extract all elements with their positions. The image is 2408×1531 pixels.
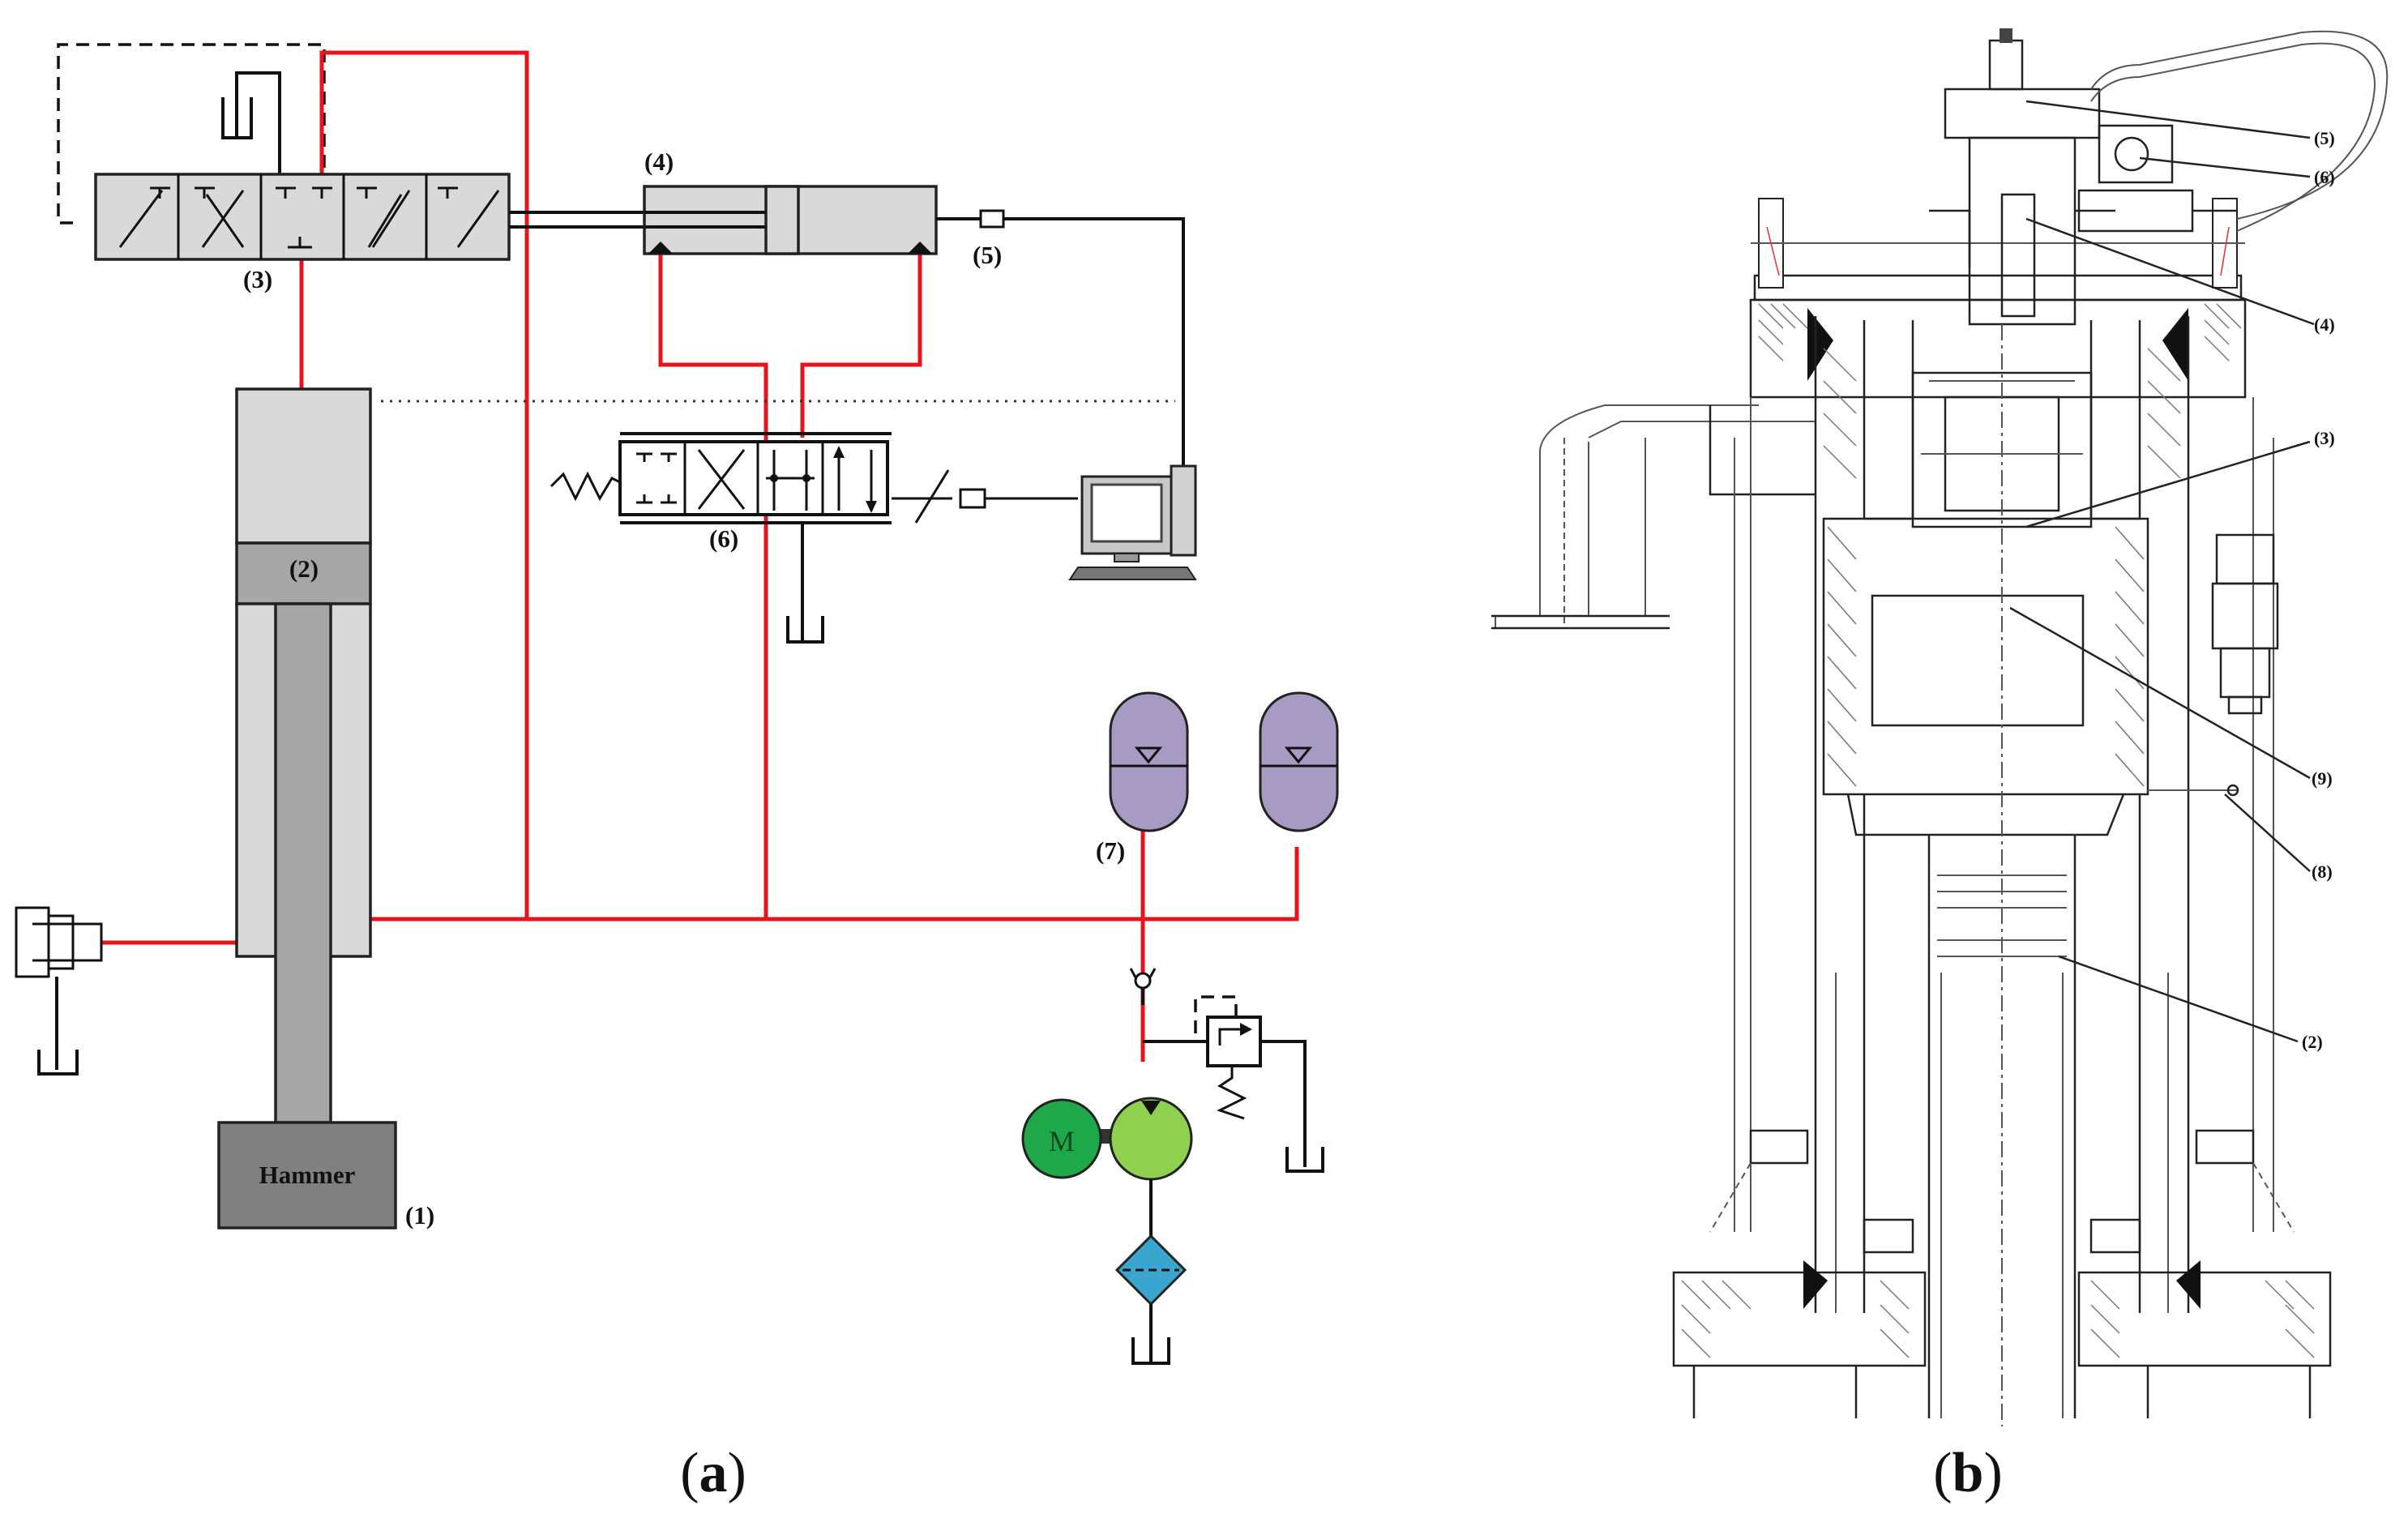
vertical-columns (1734, 316, 2274, 1426)
panel-b: (5) (6) (4) (3) (9) (8) (2) (b) (1491, 28, 2389, 1504)
main-directional-valve (94, 173, 511, 261)
side-pipe (1491, 404, 1816, 630)
label-hammer: Hammer (259, 1161, 356, 1189)
label-1: (1) (405, 1201, 434, 1230)
label-b-3: (3) (2314, 428, 2335, 448)
accumulator-right (1259, 691, 1339, 832)
accumulator-left (1109, 691, 1189, 832)
hydraulic-lines (101, 50, 1299, 1062)
main-cylinder (235, 387, 372, 1124)
tank-symbol-top (221, 71, 281, 174)
label-5: (5) (973, 241, 1002, 269)
label-b-2: (2) (2302, 1032, 2323, 1052)
servo-valve (550, 432, 1078, 644)
check-valve (1129, 968, 1157, 1005)
label-b-4: (4) (2314, 314, 2335, 335)
right-fitting (2148, 533, 2279, 797)
pilot-dashed-line (57, 43, 326, 225)
label-7: (7) (1096, 836, 1125, 865)
label-b-8: (8) (2312, 862, 2333, 882)
label-6: (6) (709, 524, 738, 553)
label-b-9: (9) (2312, 768, 2333, 789)
motor-pump (1021, 1097, 1193, 1236)
servo-cylinder (643, 185, 938, 255)
caption-a: (a) (680, 1442, 746, 1504)
label-motor: M (1049, 1125, 1075, 1157)
body-section (1822, 320, 2181, 836)
leader-lines (2009, 100, 2315, 1043)
panel-a: Hammer (1) (2) (3) (4) (5) (6) (7) M (a) (15, 43, 1339, 1504)
computer-icon (1068, 464, 1197, 580)
motor-icon (1021, 1098, 1102, 1179)
relief-valve (1143, 995, 1324, 1173)
top-flange (1749, 198, 2247, 399)
displacement-sensor (936, 209, 1185, 466)
label-3: (3) (243, 265, 272, 293)
hammer-block (217, 1121, 397, 1230)
pressure-sensor-left (15, 906, 103, 1076)
label-b-6: (6) (2314, 167, 2335, 187)
valve-head-assembly (1929, 28, 2389, 326)
filter-icon (1114, 1234, 1187, 1365)
caption-b: (b) (1933, 1442, 2003, 1504)
bottom-flanges (1672, 1129, 2332, 1418)
label-2: (2) (289, 554, 319, 583)
label-4: (4) (644, 148, 674, 176)
label-b-5: (5) (2314, 128, 2335, 148)
